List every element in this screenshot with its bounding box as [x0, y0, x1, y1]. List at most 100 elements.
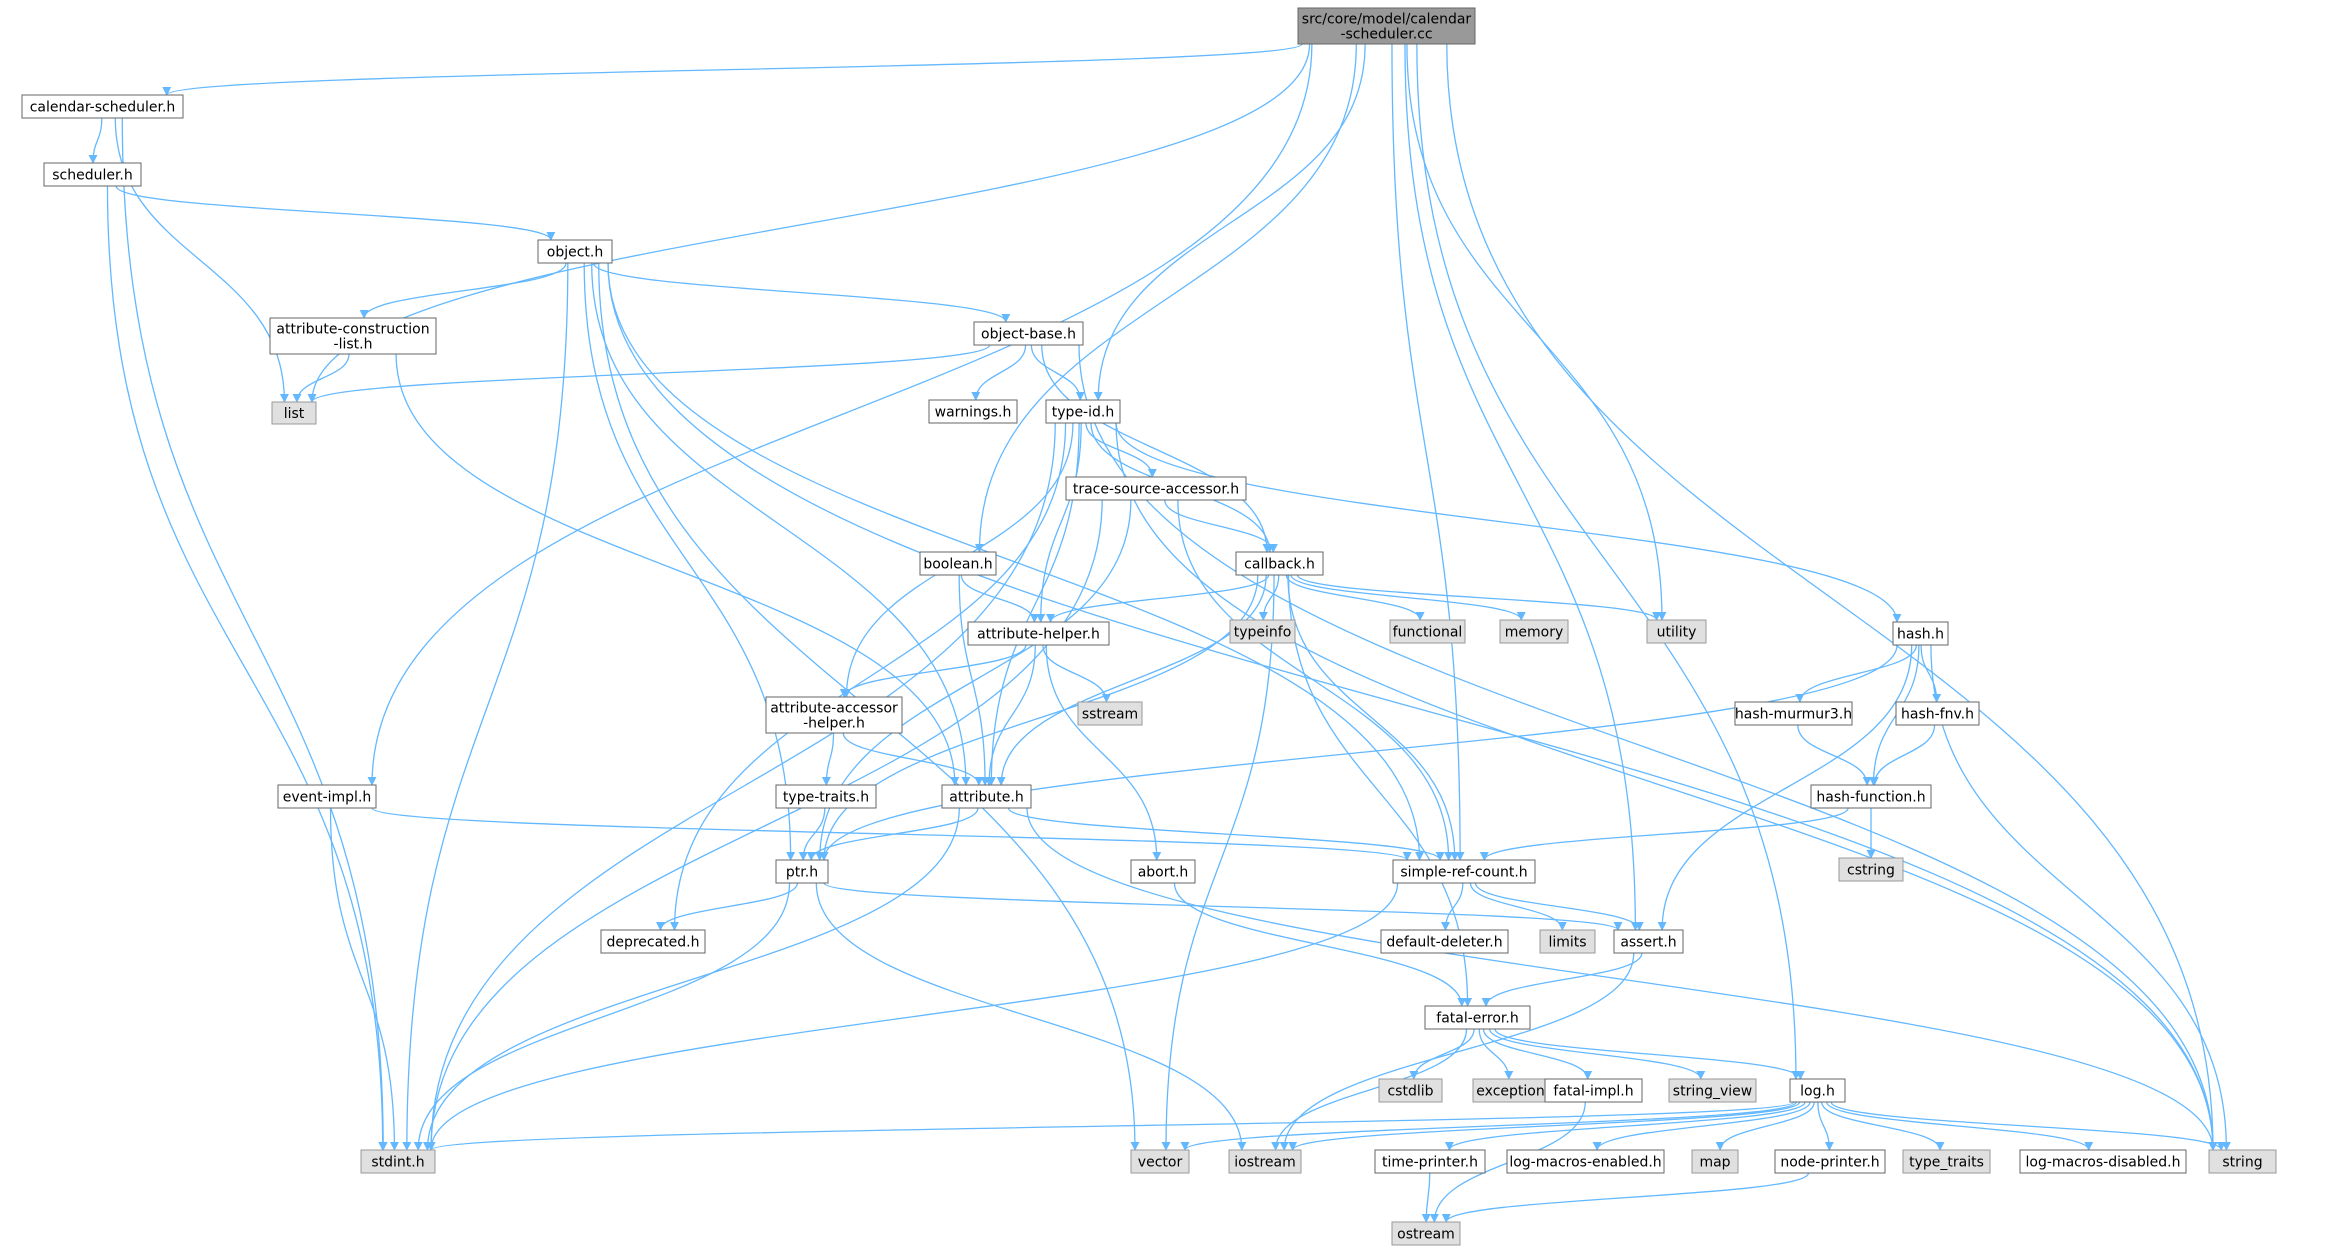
edge-root-to-simple-ref-count-h — [1391, 43, 1465, 861]
node-type-id-h[interactable]: type-id.h — [1045, 399, 1121, 424]
node-event-impl-h[interactable]: event-impl.h — [277, 784, 377, 809]
edge-boolean-h-to-attribute-h — [958, 574, 990, 786]
edge-hash-h-to-hash-murmur3-h — [1795, 644, 1918, 703]
node-box-warnings-h — [928, 399, 1018, 424]
edge-trace-source-accessor-h-to-simple-ref-count-h — [1177, 499, 1454, 861]
node-typeinfo: typeinfo — [1229, 619, 1296, 644]
node-boolean-h[interactable]: boolean.h — [919, 551, 997, 576]
node-attribute-helper-h[interactable]: attribute-helper.h — [967, 621, 1110, 646]
node-box-fatal-impl-h — [1544, 1078, 1643, 1103]
edge-attribute-h-to-stdint-h — [422, 807, 960, 1151]
node-label-attribute-construction-list-h: -list.h — [334, 337, 373, 353]
node-box-cstdlib — [1378, 1078, 1443, 1103]
edge-hash-h-to-assert-h — [1657, 644, 1913, 931]
node-ostream: ostream — [1391, 1221, 1461, 1246]
node-log-macros-enabled-h[interactable]: log-macros-enabled.h — [1506, 1149, 1665, 1174]
edge-attribute-construction-list-h-to-list — [292, 353, 350, 403]
node-root[interactable]: src/core/model/calendar-scheduler.cc — [1297, 7, 1476, 45]
edge-time-printer-h-to-ostream — [1421, 1172, 1431, 1223]
node-fatal-error-h[interactable]: fatal-error.h — [1424, 1005, 1531, 1030]
node-label-log-macros-enabled-h: log-macros-enabled.h — [1509, 1155, 1661, 1171]
node-box-attribute-h — [941, 784, 1032, 809]
edge-fatal-error-h-to-string_view — [1488, 1028, 1706, 1080]
node-deprecated-h[interactable]: deprecated.h — [600, 929, 706, 954]
edge-root-to-list — [307, 43, 1311, 403]
node-label-log-macros-disabled-h: log-macros-disabled.h — [2026, 1155, 2181, 1171]
node-warnings-h[interactable]: warnings.h — [928, 399, 1018, 424]
node-label-root: src/core/model/calendar — [1302, 12, 1472, 28]
edge-callback-h-to-simple-ref-count-h — [1287, 574, 1460, 861]
node-ptr-h[interactable]: ptr.h — [775, 859, 829, 884]
node-simple-ref-count-h[interactable]: simple-ref-count.h — [1392, 859, 1536, 884]
node-time-printer-h[interactable]: time-printer.h — [1374, 1149, 1486, 1174]
edge-log-h-to-stdint-h — [426, 1101, 1795, 1151]
node-label-time-printer-h: time-printer.h — [1382, 1155, 1478, 1171]
node-hash-murmur3-h[interactable]: hash-murmur3.h — [1734, 701, 1853, 726]
node-box-object-base-h — [973, 321, 1084, 346]
node-label-attribute-h: attribute.h — [949, 790, 1023, 806]
edge-object-base-h-to-callback-h — [1041, 344, 1272, 553]
node-label-iostream: iostream — [1234, 1155, 1296, 1171]
edge-callback-h-to-typeinfo — [1258, 574, 1280, 621]
node-hash-function-h[interactable]: hash-function.h — [1810, 784, 1932, 809]
node-hash-fnv-h[interactable]: hash-fnv.h — [1895, 701, 1980, 726]
node-log-macros-disabled-h[interactable]: log-macros-disabled.h — [2019, 1149, 2187, 1174]
node-label-ostream: ostream — [1397, 1227, 1455, 1243]
node-vector: vector — [1130, 1149, 1190, 1174]
node-trace-source-accessor-h[interactable]: trace-source-accessor.h — [1065, 476, 1247, 501]
node-abort-h[interactable]: abort.h — [1130, 859, 1196, 884]
node-calendar-scheduler-h[interactable]: calendar-scheduler.h — [21, 94, 184, 119]
edge-callback-h-to-attribute-h — [996, 574, 1267, 786]
edge-type-id-h-to-trace-source-accessor-h — [1085, 422, 1157, 478]
edge-fatal-error-h-to-log-h — [1494, 1028, 1805, 1080]
node-memory: memory — [1499, 619, 1569, 644]
node-type-traits-h[interactable]: type-traits.h — [775, 784, 877, 809]
node-box-scheduler-h — [43, 162, 142, 187]
edge-root-to-event-impl-h — [367, 43, 1313, 786]
edge-attribute-helper-h-to-abort-h — [1045, 644, 1162, 861]
edge-callback-h-to-fatal-error-h — [1287, 574, 1473, 1007]
edge-log-h-to-vector — [1180, 1101, 1797, 1151]
node-object-h[interactable]: object.h — [537, 239, 613, 264]
node-log-h[interactable]: log.h — [1789, 1078, 1846, 1103]
node-label-cstring: cstring — [1847, 863, 1895, 879]
node-label-trace-source-accessor-h: trace-source-accessor.h — [1073, 482, 1239, 498]
node-label-warnings-h: warnings.h — [935, 405, 1012, 421]
node-label-hash-function-h: hash-function.h — [1816, 790, 1925, 806]
edge-log-h-to-type_traits — [1821, 1101, 1945, 1151]
node-label-boolean-h: boolean.h — [923, 557, 992, 573]
node-assert-h[interactable]: assert.h — [1613, 929, 1684, 954]
edge-scheduler-h-to-object-h — [115, 185, 556, 241]
node-box-ptr-h — [775, 859, 829, 884]
edge-boolean-h-to-attribute-helper-h — [960, 574, 1039, 623]
edge-hash-fnv-h-to-hash-function-h — [1869, 724, 1936, 786]
node-box-hash-fnv-h — [1895, 701, 1980, 726]
node-attribute-accessor-helper-h[interactable]: attribute-accessor-helper.h — [765, 696, 903, 734]
edge-event-impl-h-to-simple-ref-count-h — [371, 807, 1412, 861]
node-box-map — [1691, 1149, 1739, 1174]
node-label-type-id-h: type-id.h — [1052, 405, 1114, 421]
node-label-hash-fnv-h: hash-fnv.h — [1901, 707, 1974, 723]
edge-object-base-h-to-type-id-h — [1030, 344, 1085, 401]
node-box-hash-function-h — [1810, 784, 1932, 809]
node-object-base-h[interactable]: object-base.h — [973, 321, 1084, 346]
node-box-functional — [1389, 619, 1466, 644]
node-label-limits: limits — [1548, 935, 1586, 951]
edge-ptr-h-to-assert-h — [823, 882, 1623, 931]
edge-object-h-to-stdint-h — [402, 262, 569, 1151]
edge-object-h-to-string — [607, 262, 2218, 1151]
node-list: list — [271, 401, 317, 425]
node-scheduler-h[interactable]: scheduler.h — [43, 162, 142, 187]
edge-calendar-scheduler-h-to-scheduler-h — [88, 117, 103, 164]
node-fatal-impl-h[interactable]: fatal-impl.h — [1544, 1078, 1643, 1103]
edge-attribute-helper-h-to-attribute-accessor-helper-h — [839, 644, 1027, 698]
node-hash-h[interactable]: hash.h — [1892, 621, 1949, 646]
edge-callback-h-to-memory — [1290, 574, 1526, 621]
node-default-deleter-h[interactable]: default-deleter.h — [1380, 929, 1509, 954]
node-callback-h[interactable]: callback.h — [1235, 551, 1324, 576]
node-attribute-construction-list-h[interactable]: attribute-construction-list.h — [269, 317, 437, 355]
node-attribute-h[interactable]: attribute.h — [941, 784, 1032, 809]
edge-callback-h-to-utility — [1296, 574, 1662, 621]
node-stdint-h: stdint.h — [360, 1149, 436, 1174]
node-node-printer-h[interactable]: node-printer.h — [1774, 1149, 1886, 1174]
